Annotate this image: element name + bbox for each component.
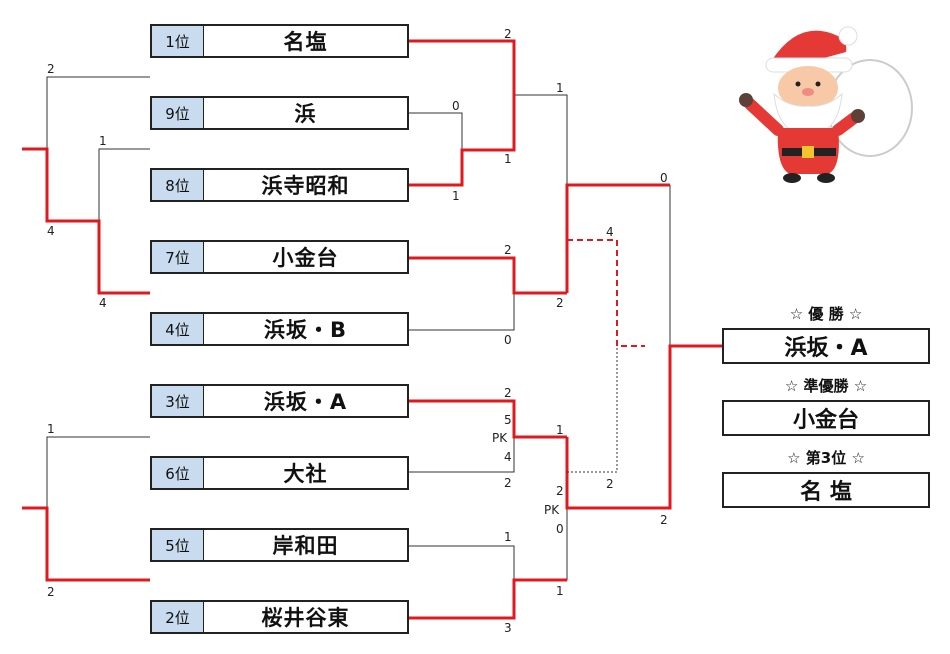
team-name: 名塩 [283,30,328,54]
team-row-koganedai: 7位 小金台 [150,240,409,274]
team-row-daisha: 6位 大社 [150,456,409,490]
score: 0 [660,171,668,185]
score: 2 [504,27,512,41]
score: 2 [504,476,512,490]
score: 2 [504,386,512,400]
team-row-kishiwada: 5位 岸和田 [150,528,409,562]
score: 0 [556,522,564,536]
pk-label: PK [492,431,508,445]
runnerup-box: 小金台 [722,400,930,436]
pk-label: PK [544,503,560,517]
score: 1 [556,584,564,598]
score: 2 [556,484,564,498]
score: 3 [504,621,512,635]
seed-label: 3位 [152,386,204,416]
score: 4 [606,225,614,239]
team-name: 浜寺昭和 [261,174,350,198]
seed-label: 8位 [152,170,204,200]
team-row-hamasaka-b: 4位 浜坂・B [150,312,409,346]
third-title: ☆ 第3位 ☆ [787,449,865,467]
third-box: 名 塩 [722,472,930,508]
team-name: 浜 [294,102,317,126]
seed-label: 1位 [152,26,204,56]
champion-box: 浜坂・A [722,328,930,364]
score: 1 [556,81,564,95]
score: 1 [47,422,55,436]
score: 0 [504,333,512,347]
score: 2 [606,477,614,491]
pk-score: 4 [504,450,512,464]
score: 4 [47,224,55,238]
score: 2 [556,296,564,310]
team-row-sakuraidani-higashi: 2位 桜井谷東 [150,600,409,634]
team-name: 岸和田 [272,534,339,558]
score: 2 [504,243,512,257]
seed-label: 9位 [152,98,204,128]
score: 2 [47,62,55,76]
seed-label: 7位 [152,242,204,272]
team-name: 桜井谷東 [261,606,350,630]
seed-label: 6位 [152,458,204,488]
score: 0 [452,99,460,113]
score: 1 [504,152,512,166]
team-row-meishio: 1位 名塩 [150,24,409,58]
team-row-hamadera-showa: 8位 浜寺昭和 [150,168,409,202]
score: 1 [452,189,460,203]
team-name: 浜坂・A [263,390,348,414]
score: 1 [504,530,512,544]
seed-label: 5位 [152,530,204,560]
score: 1 [556,423,564,437]
seed-label: 2位 [152,602,204,632]
score: 1 [99,134,107,148]
team-row-hamasaka-a: 3位 浜坂・A [150,384,409,418]
team-name: 浜坂・B [263,318,347,342]
score: 4 [99,296,107,310]
score: 2 [660,513,668,527]
team-name: 小金台 [272,246,339,270]
team-row-hama: 9位 浜 [150,96,409,130]
santa-claus-icon [739,26,913,183]
champion-title: ☆ 優 勝 ☆ [789,305,863,323]
seed-label: 4位 [152,314,204,344]
runnerup-title: ☆ 準優勝 ☆ [784,377,868,395]
team-name: 大社 [283,462,328,486]
score: 2 [47,585,55,599]
pk-score: 5 [504,413,512,427]
